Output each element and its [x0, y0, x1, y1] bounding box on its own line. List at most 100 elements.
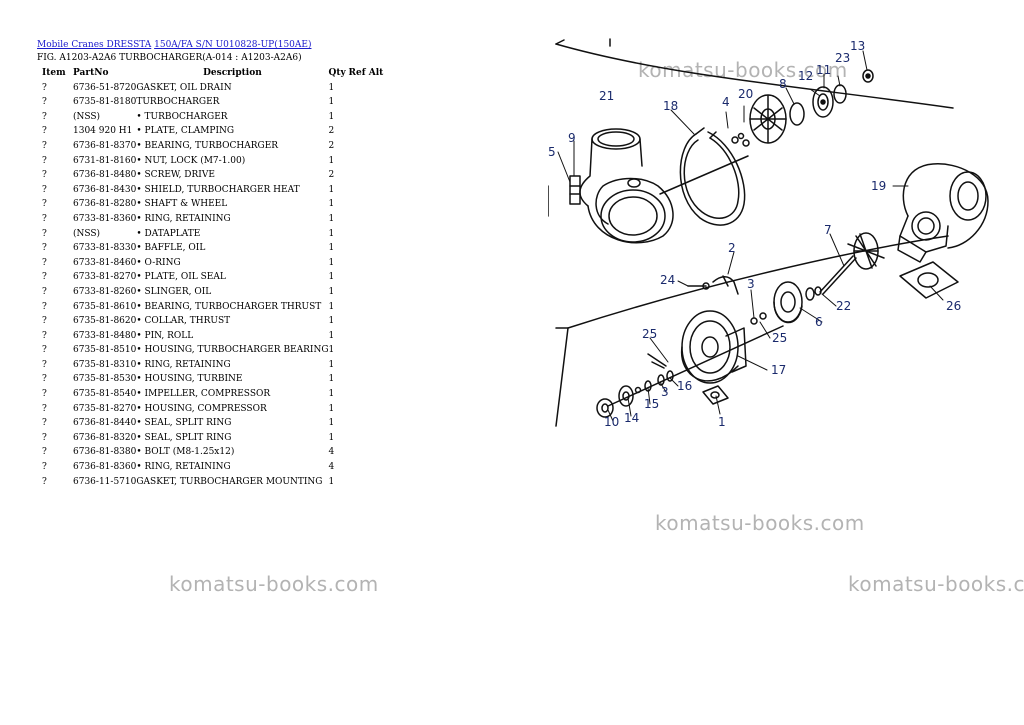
row-partno: 6736-81-8430	[73, 184, 137, 195]
callout-label: 22	[836, 299, 851, 313]
row-item: ?	[42, 199, 47, 210]
row-description: • SCREW, DRIVE	[136, 170, 215, 181]
row-description: • BAFFLE, OIL	[136, 243, 206, 254]
row-item: ?	[42, 447, 47, 458]
parts-table-header: Item PartNo Description Qty Ref Alt	[36, 66, 383, 81]
row-description: • PLATE, CLAMPING	[136, 126, 235, 137]
row-item: ?	[42, 155, 47, 166]
row-item: ?	[42, 243, 47, 254]
row-item: ?	[42, 286, 47, 297]
row-description: • SEAL, SPLIT RING	[136, 432, 232, 443]
row-qty: 4	[328, 462, 335, 473]
callout-label: 25	[772, 331, 787, 345]
callout-label: 21	[599, 89, 614, 103]
row-item: ?	[42, 389, 47, 400]
row-item: ?	[42, 184, 47, 195]
row-item: ?	[42, 228, 47, 239]
row-qty: 1	[328, 476, 335, 487]
assembly-axis-top	[659, 155, 749, 195]
assembly-axis-bottom	[607, 325, 784, 407]
breadcrumb-link-serial-range[interactable]: 150A/FA S/N U010828-UP(150AE)	[154, 40, 312, 50]
row-qty: 1	[328, 82, 335, 93]
row-description: • RING, RETAINING	[136, 462, 231, 473]
table-row: ?6735-81-8510• HOUSING, TURBOCHARGER BEA…	[36, 343, 383, 358]
row-partno: 6735-81-8620	[73, 316, 137, 327]
row-description: GASKET, TURBOCHARGER MOUNTING	[136, 476, 323, 487]
row-qty: 1	[328, 316, 335, 327]
watermark: komatsu-books.com	[169, 572, 379, 596]
header-qty: Qty	[328, 68, 346, 78]
row-partno: (NSS)	[73, 111, 101, 122]
row-qty: 1	[328, 359, 335, 370]
table-row: ?6736-81-8430• SHIELD, TURBOCHARGER HEAT…	[36, 183, 383, 198]
oil-seal-plate	[812, 86, 834, 118]
header-description: Description	[203, 68, 262, 78]
row-item: ?	[42, 126, 47, 137]
callout-label: 17	[771, 363, 786, 377]
row-partno: 6735-81-8510	[73, 345, 137, 356]
row-qty: 1	[328, 243, 335, 254]
row-qty: 1	[328, 301, 335, 312]
row-qty: 1	[328, 97, 335, 108]
callout-label: 3	[747, 277, 755, 291]
row-description: • NUT, LOCK (M7-1.00)	[136, 155, 246, 166]
row-partno: 6731-81-8160	[73, 155, 137, 166]
header-ref-alt: Ref Alt	[348, 68, 384, 78]
row-description: • HOUSING, COMPRESSOR	[136, 403, 267, 414]
callout-labels: 13 23 11 12 8 20 4 21 18 9 5 19 7 2 24 3…	[548, 39, 961, 429]
row-description: • RING, RETAINING	[136, 359, 231, 370]
row-partno: 6736-81-8280	[73, 199, 137, 210]
callout-label: 13	[850, 39, 865, 53]
row-partno: 6733-81-8360	[73, 213, 137, 224]
row-partno: 6736-81-8380	[73, 447, 137, 458]
row-item: ?	[42, 97, 47, 108]
row-partno: 6736-81-8370	[73, 140, 137, 151]
row-partno: 6735-81-8610	[73, 301, 137, 312]
thrust-bearing-parts	[750, 286, 822, 325]
oil-baffle	[618, 385, 642, 407]
row-item: ?	[42, 140, 47, 151]
diagram-boundary-left-lower	[555, 327, 569, 427]
callout-label: 9	[568, 131, 576, 145]
row-item: ?	[42, 257, 47, 268]
callout-label: 16	[677, 379, 692, 393]
breadcrumb: Mobile Cranes DRESSTA 150A/FA S/N U01082…	[37, 40, 311, 50]
diagram-boundary-top	[555, 43, 954, 109]
row-qty: 1	[328, 345, 335, 356]
watermark: komatsu-books.c	[848, 572, 1024, 596]
breadcrumb-link-crane-model[interactable]: Mobile Cranes DRESSTA	[37, 40, 152, 50]
parts-table: Item PartNo Description Qty Ref Alt ?673…	[36, 66, 383, 489]
diagram-boundary-mid	[567, 235, 949, 329]
row-partno: 6736-81-8440	[73, 418, 137, 429]
row-item: ?	[42, 272, 47, 283]
callout-label: 6	[815, 315, 823, 329]
row-description: TURBOCHARGER	[136, 97, 220, 108]
oil-drain-gasket	[702, 385, 729, 405]
row-partno: 6736-11-5710	[73, 476, 137, 487]
row-description: • IMPELLER, COMPRESSOR	[136, 389, 271, 400]
row-partno: 6735-81-8310	[73, 359, 137, 370]
callout-label: 1	[718, 415, 726, 429]
callout-label: 26	[946, 299, 961, 313]
row-partno: 6735-81-8530	[73, 374, 137, 385]
row-description: • RING, RETAINING	[136, 213, 231, 224]
callout-label: 7	[824, 223, 832, 237]
compressor-housing	[579, 128, 674, 244]
row-partno: 6733-81-8270	[73, 272, 137, 283]
table-row: ?6735-81-8610• BEARING, TURBOCHARGER THR…	[36, 300, 383, 315]
compressor-impeller	[749, 94, 787, 144]
row-qty: 1	[328, 184, 335, 195]
